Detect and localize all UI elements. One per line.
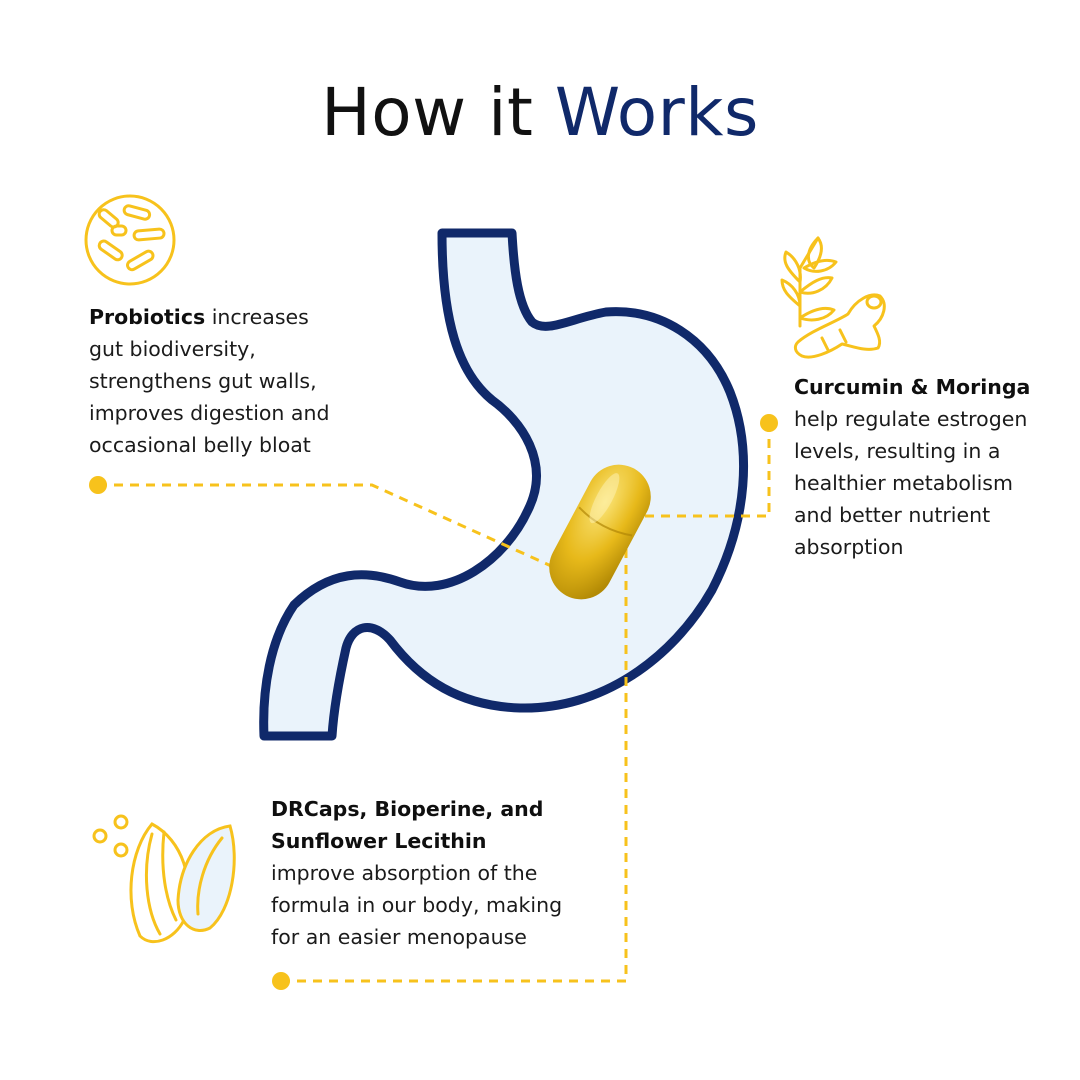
curcumin-text: Curcumin & Moringa help regulate estroge…: [794, 371, 1074, 563]
capsule-illustration: [549, 464, 651, 600]
curcumin-heading: Curcumin & Moringa: [794, 375, 1031, 399]
curcumin-dot: [760, 414, 778, 432]
drcaps-heading-line-1: DRCaps, Bioperine, and: [271, 797, 544, 821]
bacteria-icon: [84, 194, 176, 286]
probiotics-connector: [98, 483, 561, 572]
probiotics-line-2: gut biodiversity,: [89, 337, 256, 361]
drcaps-text: DRCaps, Bioperine, and Sunflower Lecithi…: [271, 793, 601, 953]
probiotics-line-4: improves digestion and: [89, 401, 330, 425]
drcaps-dot: [272, 972, 290, 990]
drcaps-line-1: improve absorption of the: [271, 861, 538, 885]
probiotics-text: Probiotics increases gut biodiversity, s…: [89, 301, 389, 461]
probiotics-heading: Probiotics: [89, 305, 206, 329]
probiotics-line-3: strengthens gut walls,: [89, 369, 317, 393]
title-part1: How it: [321, 74, 534, 151]
curcumin-line-5: absorption: [794, 535, 904, 559]
curcumin-line-1: help regulate estrogen: [794, 407, 1028, 431]
page-title: How it Works: [0, 74, 1080, 151]
probiotics-line-5: occasional belly bloat: [89, 433, 311, 457]
drcaps-heading-line-2: Sunflower Lecithin: [271, 829, 487, 853]
title-part2: Works: [554, 74, 759, 151]
curcumin-line-3: healthier metabolism: [794, 471, 1013, 495]
connector-lines: [98, 423, 771, 983]
curcumin-line-4: and better nutrient: [794, 503, 991, 527]
probiotics-line-1: increases: [211, 305, 309, 329]
connector-dots: [89, 414, 778, 990]
stomach-illustration: [259, 228, 749, 741]
curcumin-line-2: levels, resulting in a: [794, 439, 1001, 463]
seeds-icon: [92, 814, 236, 943]
drcaps-line-3: for an easier menopause: [271, 925, 527, 949]
drcaps-line-2: formula in our body, making: [271, 893, 563, 917]
drcaps-connector: [281, 548, 628, 983]
probiotics-dot: [89, 476, 107, 494]
turmeric-moringa-icon: [780, 236, 886, 359]
